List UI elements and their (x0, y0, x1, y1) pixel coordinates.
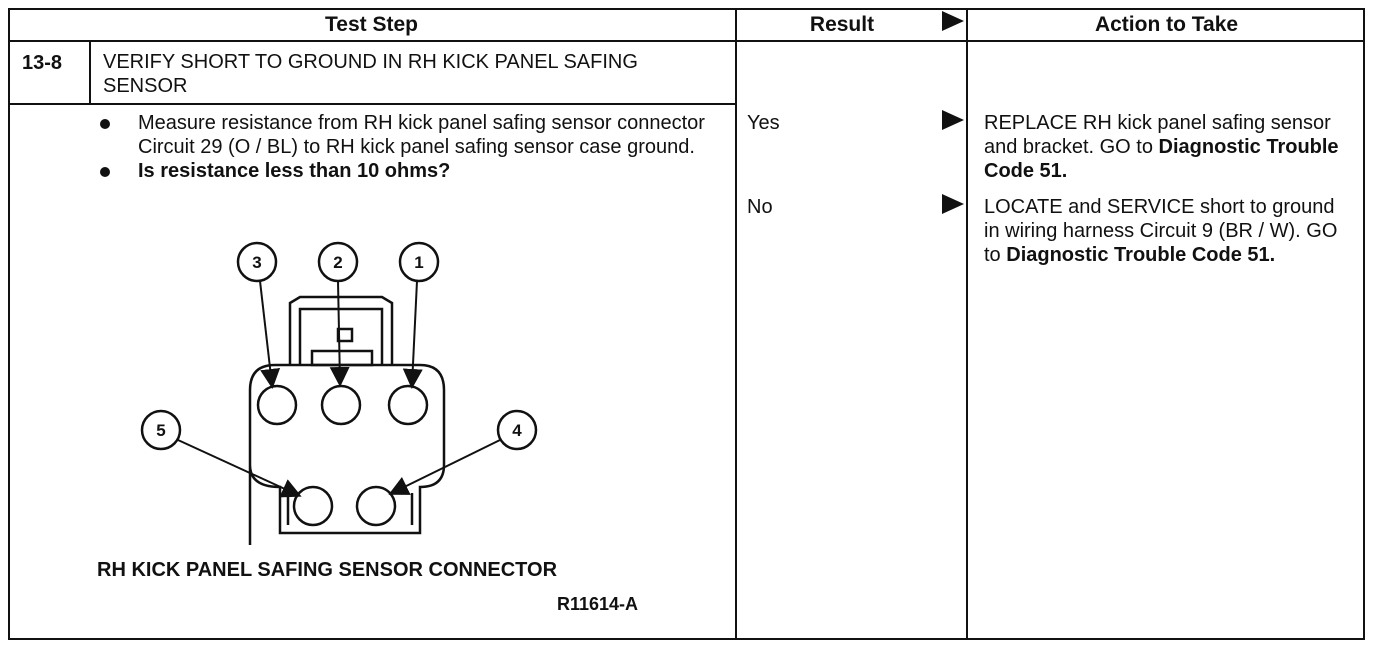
action-yes: REPLACE RH kick panel safing sensor and … (984, 112, 1339, 182)
step-instructions: Measure resistance from RH kick panel sa… (100, 111, 720, 183)
callout-4 (496, 409, 538, 451)
leader-1 (402, 280, 423, 389)
divider-step-col (735, 8, 737, 640)
result-yes-arrow-icon (942, 110, 964, 130)
instruction-item: Measure resistance from RH kick panel sa… (100, 111, 720, 159)
divider-step-number (89, 40, 91, 104)
connector-diagram: 1 2 3 4 5 (140, 241, 538, 545)
callout-label-5: 5 (156, 421, 165, 440)
bullet-icon (100, 119, 110, 129)
header-divider (8, 40, 1365, 42)
callout-1 (398, 241, 440, 283)
callout-label-3: 3 (252, 253, 261, 272)
action-no: LOCATE and SERVICE short to ground in wi… (984, 196, 1338, 266)
result-no-arrow-icon (942, 194, 964, 214)
leader-2 (329, 280, 350, 387)
callout-label-1: 1 (414, 253, 423, 272)
bullet-icon (100, 167, 110, 177)
step-number: 13-8 (22, 52, 63, 74)
figure-id: R11614-A (557, 594, 639, 614)
pin-socket-1 (387, 384, 429, 426)
pin-socket-3 (256, 384, 298, 426)
leader-3 (259, 280, 281, 389)
leader-5 (177, 439, 302, 498)
callout-label-2: 2 (333, 253, 342, 272)
result-yes: Yes (747, 112, 780, 134)
callout-5 (140, 409, 182, 451)
result-no: No (747, 196, 773, 218)
step-title: VERIFY SHORT TO GROUND IN RH KICK PANEL … (103, 51, 638, 97)
header-action: Action to Take (1094, 13, 1239, 36)
callout-label-4: 4 (512, 421, 522, 440)
connector-latch (288, 295, 394, 365)
instruction-question: Is resistance less than 10 ohms? (100, 159, 720, 183)
pin-socket-5 (292, 485, 334, 527)
connector-body (248, 363, 446, 545)
divider-result-col (966, 8, 968, 640)
header-arrow-icon (942, 11, 964, 31)
procedure-table (8, 8, 1365, 640)
callout-3 (236, 241, 278, 283)
header-result: Result (809, 13, 875, 36)
pin-socket-4 (355, 485, 397, 527)
leader-4 (388, 439, 501, 495)
header-test-step: Test Step (325, 13, 418, 36)
pin-socket-2 (320, 384, 362, 426)
diagram-caption: RH KICK PANEL SAFING SENSOR CONNECTOR (97, 559, 558, 581)
step-title-divider (8, 103, 737, 105)
